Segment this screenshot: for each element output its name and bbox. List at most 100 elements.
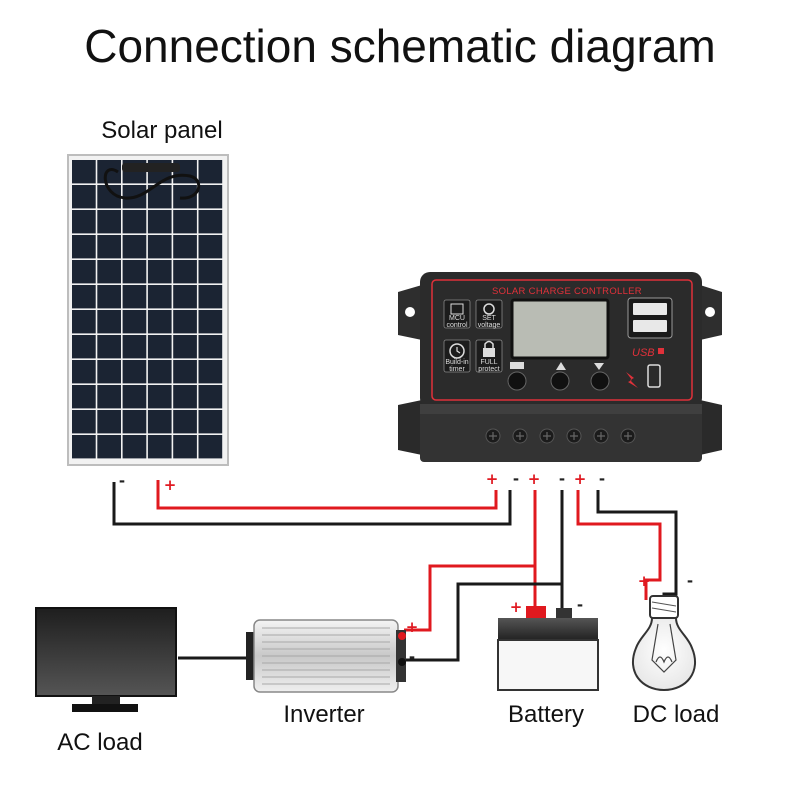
controller-face-border <box>431 279 693 401</box>
terminal-screw-slot <box>624 432 632 440</box>
bulb-glass <box>631 617 697 692</box>
controller-button-down[interactable] <box>590 371 610 391</box>
solar-cell <box>122 285 147 309</box>
dc-load-bulb: DC load <box>631 595 719 728</box>
solar-cell <box>198 285 223 309</box>
mount-hole-right <box>705 307 715 317</box>
sign-dc-load-minus: - <box>687 572 693 590</box>
sign-battery-plus: + <box>510 598 523 616</box>
solar-cell <box>72 210 96 234</box>
solar-cell <box>147 410 172 434</box>
solar-cell <box>173 385 197 409</box>
wire-dc-positive <box>576 490 662 600</box>
solar-cell <box>147 235 172 259</box>
solar-cell <box>97 435 121 459</box>
terminal-screw-slot <box>597 432 605 440</box>
solar-cell <box>147 385 172 409</box>
inverter-terminal-positive <box>398 632 406 640</box>
solar-cell <box>173 210 197 234</box>
controller-button-menu[interactable] <box>507 371 527 391</box>
solar-cell <box>198 210 223 234</box>
mcu-text-2: control <box>446 322 467 329</box>
controller-button-up[interactable] <box>550 371 570 391</box>
solar-cell <box>122 335 147 359</box>
protect-lock-icon: FULL protect <box>475 339 503 373</box>
bulb-thread <box>651 601 677 613</box>
inverter-label: Inverter <box>283 701 364 728</box>
controller-terminal-block <box>420 404 702 462</box>
terminal-screw-slot <box>543 432 551 440</box>
sign-solar-plus: + <box>164 476 177 494</box>
solar-cell <box>173 410 197 434</box>
solar-cell <box>97 310 121 334</box>
solar-cell <box>147 210 172 234</box>
controller-foot-right <box>700 400 722 455</box>
solar-cell <box>198 335 223 359</box>
solar-cell <box>72 310 96 334</box>
inverter-terminal-negative <box>398 658 406 666</box>
solar-cell <box>122 435 147 459</box>
charge-controller: SOLAR CHARGE CONTROLLER MCU control SET … <box>398 272 722 462</box>
sign-battery-minus: - <box>577 596 583 614</box>
controller-terminals <box>485 428 636 444</box>
sign-ctrl-pv-plus: + <box>486 470 499 488</box>
solar-cell <box>147 285 172 309</box>
sign-dc-load-plus: + <box>638 572 651 590</box>
solar-cell <box>173 235 197 259</box>
solar-cell <box>72 410 96 434</box>
sign-inverter-plus: + <box>406 618 419 636</box>
solar-cell <box>173 285 197 309</box>
solar-cell <box>173 310 197 334</box>
solar-cell <box>198 385 223 409</box>
usb-port-1 <box>633 303 667 315</box>
solar-cell <box>198 410 223 434</box>
up-arrow-icon <box>556 362 566 370</box>
usb-indicator <box>658 348 664 354</box>
solar-cell <box>72 385 96 409</box>
solar-cell <box>122 410 147 434</box>
set-text-1: SET <box>482 315 496 322</box>
protect-text-2: protect <box>478 366 499 373</box>
solar-cell <box>122 360 147 384</box>
battery-top <box>498 618 598 640</box>
solar-cell <box>122 260 147 284</box>
wire-solar-positive <box>156 480 498 510</box>
usb-label: USB <box>632 347 655 359</box>
solar-cell <box>173 335 197 359</box>
solar-cell <box>147 260 172 284</box>
solar-cell <box>198 160 223 184</box>
protect-text-1: FULL <box>480 359 497 366</box>
timer-text-2: timer <box>449 366 465 373</box>
solar-cell <box>198 260 223 284</box>
ac-load-label: AC load <box>57 729 142 756</box>
bulb-socket <box>649 595 679 619</box>
wire-solar-negative <box>112 482 512 526</box>
sign-ctrl-load-minus: - <box>599 470 605 488</box>
solar-cell <box>198 185 223 209</box>
polarity-signs: - + + - + - + - + - + - + - <box>119 470 693 666</box>
mount-hole-left <box>405 307 415 317</box>
solar-cell <box>147 310 172 334</box>
inverter: Inverter <box>246 619 406 728</box>
solar-cell <box>147 360 172 384</box>
solar-cell <box>97 260 121 284</box>
battery-case <box>497 639 599 691</box>
lightning-icon <box>626 372 638 388</box>
solar-cell <box>97 210 121 234</box>
inverter-fins <box>262 627 390 685</box>
solar-panel: Solar panel <box>67 117 229 466</box>
bulb-filament <box>655 656 673 664</box>
terminal-screw-slot <box>489 432 497 440</box>
solar-cell <box>97 235 121 259</box>
sign-ctrl-pv-minus: - <box>513 470 519 488</box>
monitor-neck <box>92 696 120 706</box>
diagram-title: Connection schematic diagram <box>84 20 716 72</box>
solar-cell <box>72 285 96 309</box>
battery-label: Battery <box>508 701 584 728</box>
solar-panel-cable <box>103 168 201 200</box>
usb-port-2 <box>633 320 667 332</box>
battery-terminal-negative <box>556 608 572 618</box>
solar-cell <box>198 435 223 459</box>
down-arrow-icon <box>594 363 604 370</box>
solar-cell <box>97 410 121 434</box>
